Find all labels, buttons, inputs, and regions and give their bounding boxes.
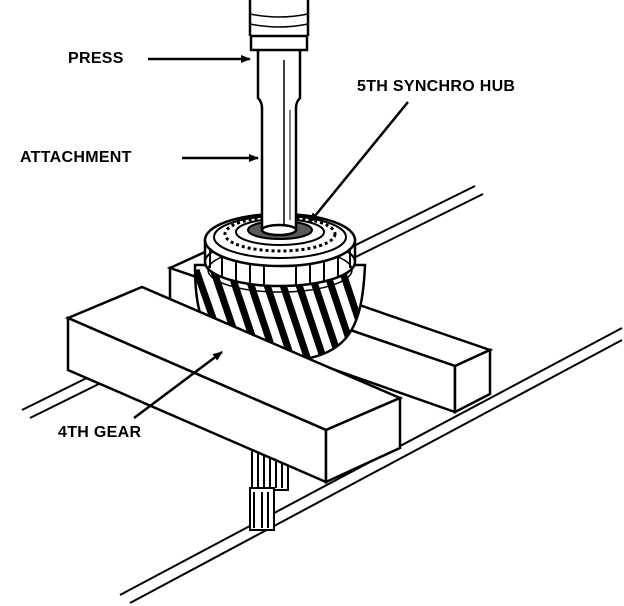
fourth-gear-arrow xyxy=(133,351,223,419)
synchro-hub-arrow xyxy=(309,101,409,223)
synchro-hub-label: 5TH SYNCHRO HUB xyxy=(357,78,516,95)
attachment-label: ATTACHMENT xyxy=(20,149,132,166)
press-label: PRESS xyxy=(68,50,124,67)
front-support-block xyxy=(64,285,404,484)
press-attachment-shaft xyxy=(248,0,310,237)
fourth-gear-label: 4TH GEAR xyxy=(58,424,142,441)
leader-arrows xyxy=(133,55,409,419)
